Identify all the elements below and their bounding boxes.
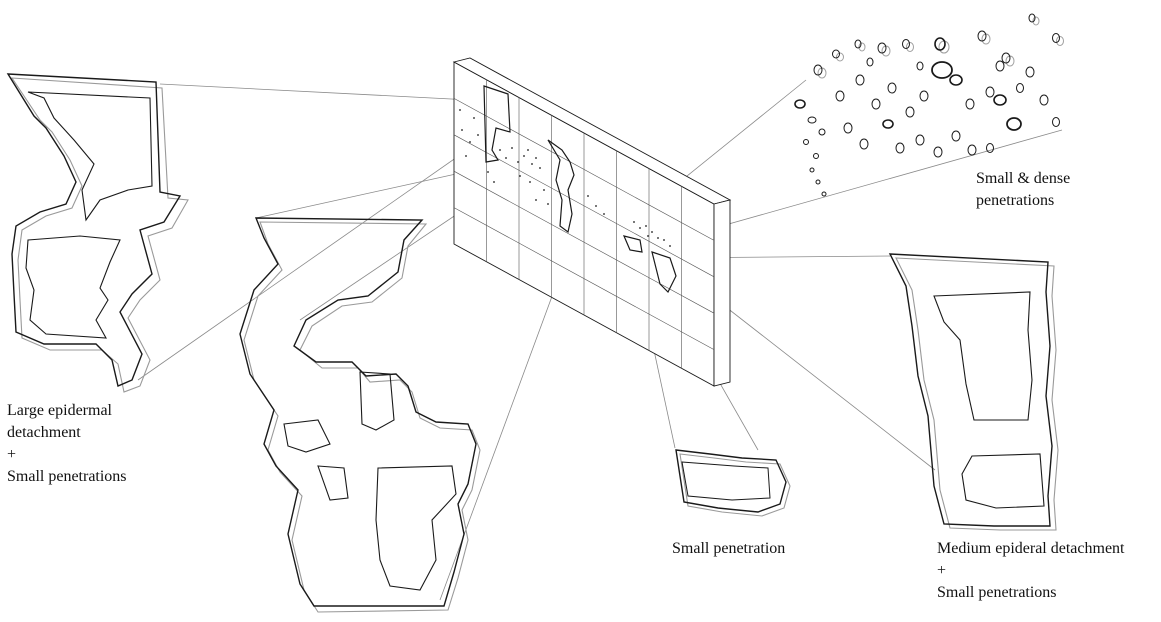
fragment-large-inner	[27, 91, 153, 222]
caption-medium-plus: +	[937, 562, 947, 579]
fragment-tall-void-3	[317, 465, 349, 501]
leader-line-1	[159, 83, 491, 102]
fragment-small-inner	[681, 461, 771, 501]
caption-dense-line2: penetrations	[976, 192, 1055, 209]
fragment-large-detachment	[6, 73, 189, 393]
leader-line-4	[299, 199, 479, 321]
caption-large-detachment: Large epidermal detachment + Small penet…	[7, 400, 127, 488]
wall-penetration-dots	[459, 109, 671, 247]
caption-medium-line1: Medium epideral detachment	[937, 540, 1125, 557]
fragment-tall-void-4	[375, 465, 457, 591]
caption-dense-penetrations: Small & dense penetrations	[976, 168, 1070, 212]
fragment-small-outline	[675, 449, 787, 513]
wall-damage-outlines	[483, 85, 677, 294]
fragment-small-shadow	[679, 453, 791, 517]
caption-small-penetration: Small penetration	[672, 538, 785, 560]
fragment-large-outline	[6, 73, 182, 387]
fragment-tall-void-1	[359, 371, 395, 431]
caption-large-line2: detachment	[7, 424, 81, 441]
fragment-medium-detachment	[888, 253, 1059, 531]
wall-panel	[452, 57, 732, 387]
caption-small-text: Small penetration	[672, 540, 786, 557]
fragment-tall-piece	[239, 217, 481, 613]
leader-line-7	[671, 129, 1063, 241]
fragment-medium-inner-1	[933, 291, 1033, 421]
fragment-medium-outline	[888, 253, 1053, 527]
fragment-small-penetration	[675, 449, 791, 517]
caption-dense-line1: Small & dense	[976, 170, 1071, 187]
fragment-medium-inner-2	[961, 453, 1045, 509]
fragment-large-shadow	[10, 77, 189, 393]
caption-large-plus: +	[7, 446, 17, 463]
caption-medium-detachment: Medium epideral detachment + Small penet…	[937, 538, 1124, 604]
fragment-tall-void-2	[283, 419, 331, 453]
leader-line-3	[255, 171, 466, 219]
caption-large-line1: Large epidermal	[7, 402, 112, 419]
fragment-tall-outline	[239, 217, 477, 607]
caption-large-line3: Small penetrations	[7, 468, 127, 485]
caption-medium-line2: Small penetrations	[937, 584, 1057, 601]
leader-line-2	[137, 147, 471, 381]
fragment-medium-shadow	[895, 257, 1059, 531]
fragment-dense-penetrations	[794, 13, 1064, 197]
wall-side-face	[713, 199, 731, 387]
fragment-large-inner-2	[25, 235, 121, 339]
